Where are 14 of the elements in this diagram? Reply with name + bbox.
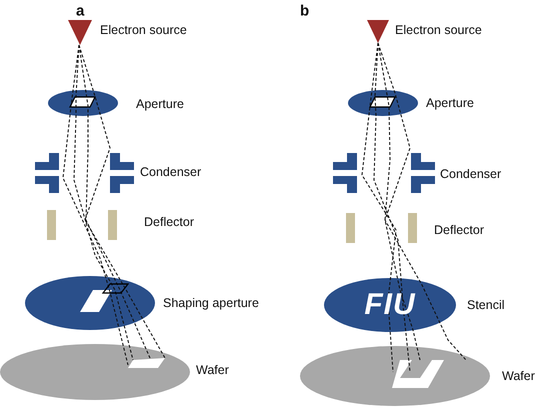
component-label: Stencil bbox=[467, 298, 505, 312]
component-label: Shaping aperture bbox=[163, 296, 259, 310]
component-label: Deflector bbox=[434, 223, 484, 237]
component-label: Wafer bbox=[196, 363, 229, 377]
component-label: Condenser bbox=[440, 167, 502, 181]
component-label: Aperture bbox=[426, 96, 474, 110]
component-label: Wafer bbox=[502, 369, 535, 383]
panel-label: a bbox=[76, 2, 84, 20]
component-label: Electron source bbox=[395, 23, 482, 37]
component-label: Aperture bbox=[136, 97, 184, 111]
panel-label: b bbox=[300, 2, 310, 20]
component-label: Deflector bbox=[144, 215, 194, 229]
component-label: Electron source bbox=[100, 23, 187, 37]
component-label: Condenser bbox=[140, 165, 202, 179]
